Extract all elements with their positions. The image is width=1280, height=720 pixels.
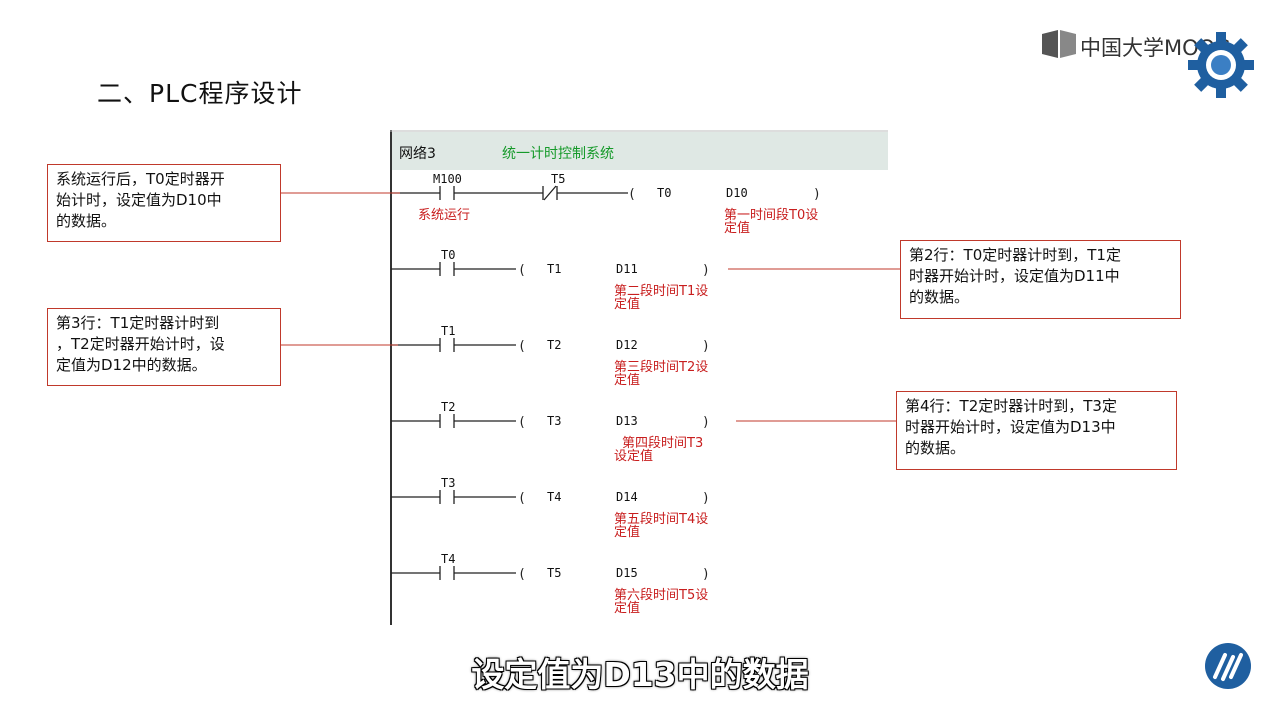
operand-label: D13 (616, 414, 638, 428)
operand-comment: 第一时间段T0设定值 (724, 208, 819, 236)
contact-label: T0 (441, 248, 456, 262)
svg-text:): ) (702, 567, 710, 582)
coil-label: T3 (547, 414, 562, 428)
svg-text:): ) (702, 415, 710, 430)
network-label: 网络3 (399, 146, 436, 162)
svg-text:(: ( (518, 415, 526, 430)
svg-text:(: ( (518, 263, 526, 278)
contact-comment: 系统运行 (418, 208, 471, 223)
operand-label: D10 (726, 186, 748, 200)
operand-label: D14 (616, 490, 638, 504)
svg-text:): ) (702, 491, 710, 506)
video-subtitle: 设定值为D13中的数据 (471, 654, 810, 694)
operand-comment: 第六段时间T5设定值 (614, 588, 709, 616)
coil-label: T1 (547, 262, 562, 276)
gear-icon (1188, 32, 1254, 98)
operand-comment: 第三段时间T2设定值 (614, 360, 709, 388)
contact-label: T3 (441, 476, 456, 490)
svg-text:(: ( (628, 187, 636, 202)
university-logo-icon (1205, 643, 1251, 689)
book-icon (1042, 30, 1076, 58)
coil-label: T5 (547, 566, 562, 580)
slide-title: 二、PLC程序设计 (97, 79, 303, 108)
contact-label: T4 (441, 552, 456, 566)
coil-label: T0 (657, 186, 672, 200)
svg-text:): ) (702, 339, 710, 354)
contact-label: T5 (551, 172, 566, 186)
callout-rung-1: 系统运行后，T0定时器开始计时，设定值为D10中的数据。 (47, 164, 281, 242)
operand-comment: 第五段时间T4设定值 (614, 512, 709, 540)
svg-text:): ) (813, 187, 821, 202)
network-header (392, 132, 888, 170)
callout-rung-4: 第4行：T2定时器计时到，T3定时器开始计时，设定值为D13中的数据。 (896, 391, 1177, 470)
operand-label: D12 (616, 338, 638, 352)
svg-text:(: ( (518, 339, 526, 354)
callout-rung-3: 第3行：T1定时器计时到，T2定时器开始计时，设定值为D12中的数据。 (47, 308, 281, 386)
operand-comment: 第二段时间T1设定值 (614, 284, 709, 312)
coil-label: T2 (547, 338, 562, 352)
svg-text:): ) (702, 263, 710, 278)
operand-label: D15 (616, 566, 638, 580)
contact-label: T1 (441, 324, 456, 338)
contact-label: M100 (433, 172, 462, 186)
coil-label: T4 (547, 490, 562, 504)
svg-text:(: ( (518, 491, 526, 506)
svg-text:(: ( (518, 567, 526, 582)
operand-label: D11 (616, 262, 638, 276)
network-comment: 统一计时控制系统 (502, 146, 614, 162)
contact-label: T2 (441, 400, 456, 414)
callout-rung-2: 第2行：T0定时器计时到，T1定时器开始计时，设定值为D11中的数据。 (900, 240, 1181, 319)
